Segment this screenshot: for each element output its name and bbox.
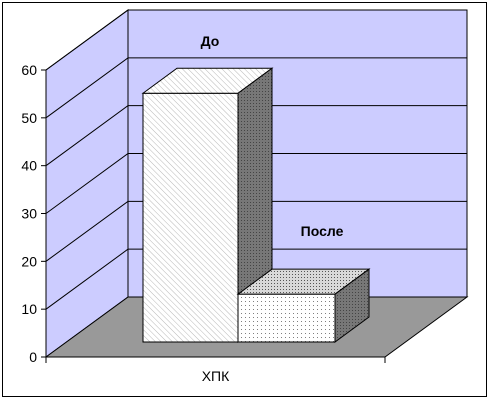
gridlines [45, 9, 467, 310]
y-tick-label: 50 [21, 110, 37, 126]
bar-do [141, 67, 274, 343]
y-tick-label: 30 [21, 206, 37, 222]
gridline [45, 105, 467, 167]
gridline [45, 200, 467, 262]
bars [141, 67, 371, 343]
bar-front-face [142, 92, 239, 343]
gridline [45, 57, 467, 119]
bar-front-face [237, 293, 336, 343]
y-tick-label: 20 [21, 253, 37, 269]
gridline [45, 248, 467, 310]
series-label: После [301, 223, 344, 239]
y-tick-label: 60 [21, 62, 37, 78]
y-tick-label: 40 [21, 158, 37, 174]
y-tick-label: 10 [21, 301, 37, 317]
bar-posle [236, 268, 371, 343]
category-label: ХПК [202, 368, 230, 384]
y-tick-label: 0 [29, 349, 37, 365]
gridline [45, 153, 467, 214]
gridline [45, 9, 467, 71]
series-label: До [201, 33, 220, 49]
bar-side-face [334, 268, 370, 343]
